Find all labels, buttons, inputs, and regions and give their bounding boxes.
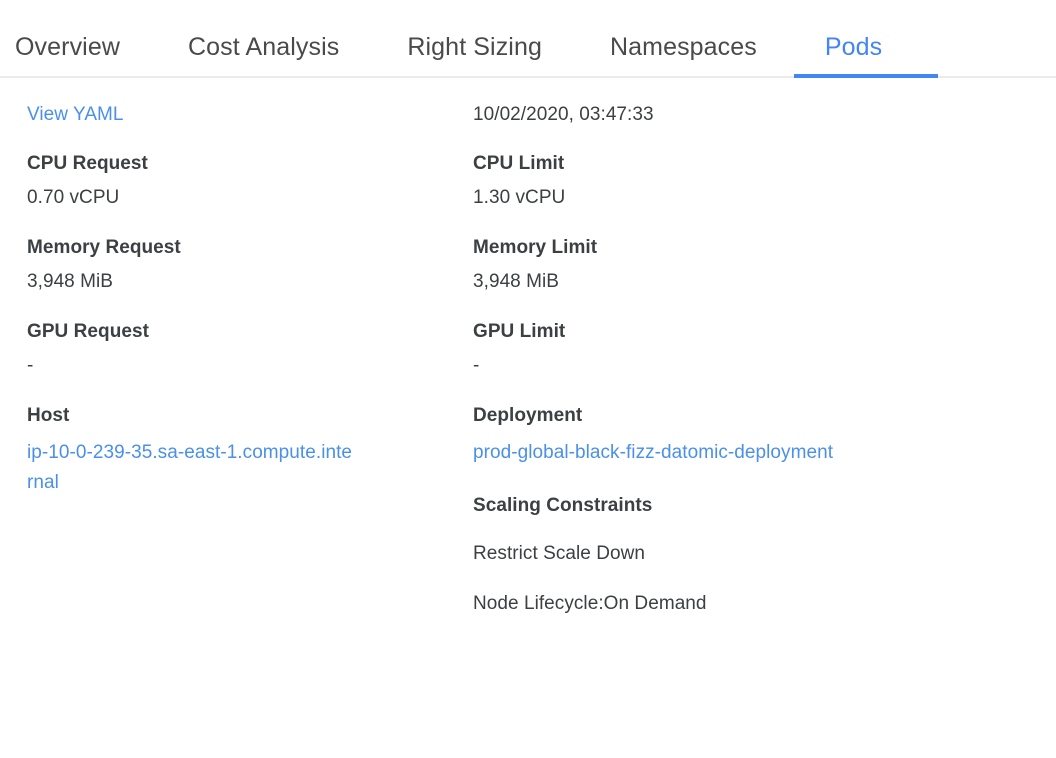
field-gpu-limit: GPU Limit - <box>473 320 924 378</box>
host-link[interactable]: ip-10-0-239-35.sa-east-1.compute.interna… <box>27 442 353 493</box>
field-host: Host ip-10-0-239-35.sa-east-1.compute.in… <box>27 404 464 498</box>
scaling-constraint-restrict-scale-down: Restrict Scale Down <box>473 543 646 564</box>
field-label: Memory Request <box>27 237 181 258</box>
field-label: CPU Request <box>27 153 148 174</box>
field-value: 0.70 vCPU <box>27 187 120 208</box>
field-value: 1.30 vCPU <box>473 187 566 208</box>
view-yaml-link[interactable]: View YAML <box>27 104 124 125</box>
field-value: 3,948 MiB <box>473 271 559 292</box>
field-gpu-request: GPU Request - <box>27 320 464 378</box>
field-value: - <box>27 355 34 376</box>
tab-list: Overview Cost Analysis Right Sizing Name… <box>0 0 1056 78</box>
field-label: Deployment <box>473 405 583 426</box>
scaling-constraints-heading: Scaling Constraints <box>473 495 653 516</box>
tab-cost-analysis[interactable]: Cost Analysis <box>188 0 339 76</box>
details-column-left: View YAML CPU Request 0.70 vCPU Memory R… <box>0 78 464 498</box>
field-deployment: Deployment prod-global-black-fizz-datomi… <box>473 404 924 468</box>
tab-bar: Overview Cost Analysis Right Sizing Name… <box>0 0 1056 78</box>
field-value: - <box>473 355 480 376</box>
pod-details-panel: View YAML CPU Request 0.70 vCPU Memory R… <box>0 78 1056 642</box>
field-value: 3,948 MiB <box>27 271 113 292</box>
tab-namespaces[interactable]: Namespaces <box>610 0 757 76</box>
tab-overview[interactable]: Overview <box>15 0 120 76</box>
field-memory-request: Memory Request 3,948 MiB <box>27 236 464 294</box>
field-cpu-limit: CPU Limit 1.30 vCPU <box>473 152 924 210</box>
scaling-constraints-section: Scaling Constraints Restrict Scale Down … <box>473 494 924 616</box>
tab-right-sizing[interactable]: Right Sizing <box>407 0 542 76</box>
field-label: CPU Limit <box>473 153 565 174</box>
details-columns: View YAML CPU Request 0.70 vCPU Memory R… <box>0 78 1056 642</box>
pod-timestamp: 10/02/2020, 03:47:33 <box>473 104 654 125</box>
field-memory-limit: Memory Limit 3,948 MiB <box>473 236 924 294</box>
details-column-right: 10/02/2020, 03:47:33 CPU Limit 1.30 vCPU… <box>464 78 924 642</box>
field-label: Host <box>27 405 70 426</box>
view-yaml-row: View YAML <box>27 100 464 152</box>
field-label: GPU Limit <box>473 321 566 342</box>
scaling-constraint-node-lifecycle: Node Lifecycle:On Demand <box>473 593 707 614</box>
timestamp-row: 10/02/2020, 03:47:33 <box>473 100 924 152</box>
field-cpu-request: CPU Request 0.70 vCPU <box>27 152 464 210</box>
tab-pods[interactable]: Pods <box>793 0 940 78</box>
field-label: Memory Limit <box>473 237 598 258</box>
field-label: GPU Request <box>27 321 149 342</box>
deployment-link[interactable]: prod-global-black-fizz-datomic-deploymen… <box>473 442 834 463</box>
